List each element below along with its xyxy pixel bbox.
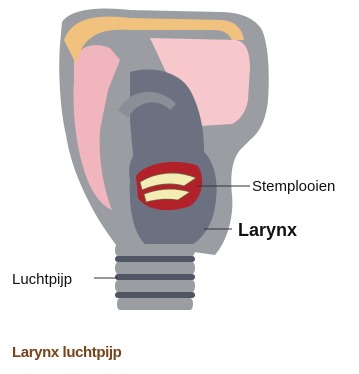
- label-larynx: Larynx: [238, 220, 297, 240]
- trachea-ring: [115, 256, 195, 262]
- trachea-ring: [115, 280, 195, 292]
- label-trachea: Luchtpijp: [12, 271, 72, 288]
- trachea-ring: [115, 262, 195, 274]
- caption: Larynx luchtpijp: [12, 344, 121, 361]
- trachea-ring: [115, 292, 195, 298]
- trachea-ring: [117, 298, 193, 310]
- trachea-ring: [115, 244, 195, 256]
- label-vocal-folds: Stemplooien: [252, 178, 335, 195]
- trachea-ring: [115, 274, 195, 280]
